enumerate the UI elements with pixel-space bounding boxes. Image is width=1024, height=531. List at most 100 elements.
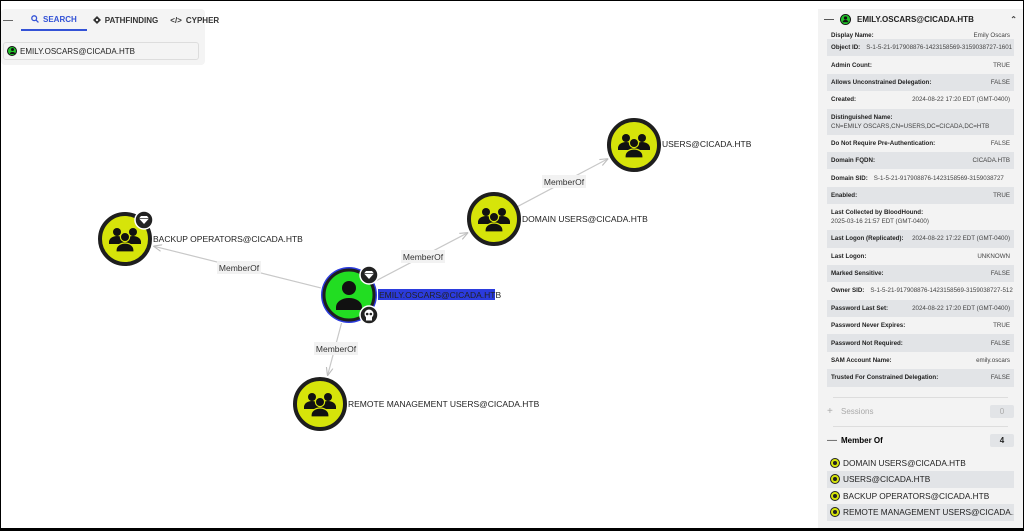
property-value: FALSE xyxy=(990,374,1010,382)
edge-label-background xyxy=(217,261,261,274)
property-key: Password Never Expires: xyxy=(831,322,906,330)
property-value: Emily Oscars xyxy=(973,32,1010,39)
edge-label-background xyxy=(401,250,445,263)
property-key: Password Not Required: xyxy=(831,339,903,347)
group-icon xyxy=(830,474,840,485)
property-key: Last Collected by BloodHound: xyxy=(831,209,924,217)
group-icon xyxy=(830,490,840,501)
property-value: S-1-5-21-917908876-1423158569-3159038727 xyxy=(873,174,1004,182)
member-of-item[interactable]: REMOTE MANAGEMENT USERS@CICADA.... xyxy=(827,504,1014,521)
property-row: Trusted For Constrained Delegation: FALSE xyxy=(827,369,1014,387)
graph-node-remote-mgmt[interactable]: REMOTE MANAGEMENT USERS@CICADA.HTB xyxy=(293,377,540,431)
property-key: Allows Unconstrained Delegation: xyxy=(831,78,932,86)
entity-info-panel: — EMILY.OSCARS@CICADA.HTB ⌃ Display Name… xyxy=(818,9,1023,528)
graph-node-users[interactable]: USERS@CICADA.HTB xyxy=(607,118,752,172)
explore-tabs: — SEARCH PATHFINDING </> CYPHER xyxy=(1,9,219,31)
property-value: 2024-08-22 17:20 EDT (GMT-0400) xyxy=(912,96,1010,104)
property-key: Marked Sensitive: xyxy=(831,270,884,278)
member-of-item[interactable]: BACKUP OPERATORS@CICADA.HTB xyxy=(827,488,1014,505)
graph-node-emily[interactable]: EMILY.OSCARS@CICADA.HTB xyxy=(321,265,501,325)
property-key: Domain FQDN: xyxy=(831,157,875,165)
sessions-count: 0 xyxy=(990,405,1014,419)
property-row: Admin Count: TRUE xyxy=(827,56,1014,73)
member-of-item[interactable]: DOMAIN USERS@CICADA.HTB xyxy=(827,455,1014,472)
member-of-list: DOMAIN USERS@CICADA.HTB USERS@CICADA.HTB B… xyxy=(818,455,1023,521)
member-of-item-label: REMOTE MANAGEMENT USERS@CICADA.... xyxy=(843,507,1014,518)
property-key: Last Logon (Replicated): xyxy=(831,235,904,243)
panel-title: EMILY.OSCARS@CICADA.HTB xyxy=(857,14,974,24)
edge-label[interactable]: MemberOf xyxy=(316,344,357,354)
panel-header: — EMILY.OSCARS@CICADA.HTB ⌃ xyxy=(818,9,1023,29)
property-value: FALSE xyxy=(990,270,1010,278)
selected-label-highlight xyxy=(378,289,495,300)
edge-label[interactable]: MemberOf xyxy=(403,252,444,262)
graph-node-backup-ops[interactable]: BACKUP OPERATORS@CICADA.HTB xyxy=(98,210,303,266)
search-input[interactable]: EMILY.OSCARS@CICADA.HTB xyxy=(3,42,199,60)
property-value: CICADA.HTB xyxy=(972,157,1010,165)
node-label[interactable]: REMOTE MANAGEMENT USERS@CICADA.HTB xyxy=(348,399,540,409)
group-icon xyxy=(830,507,840,518)
node-label[interactable]: EMILY.OSCARS@CICADA.HTB xyxy=(379,290,501,300)
property-row: Allows Unconstrained Delegation: FALSE xyxy=(827,73,1014,92)
collapse-search-icon[interactable]: — xyxy=(3,14,13,26)
search-panel: — SEARCH PATHFINDING </> CYPHER EMILY.OS… xyxy=(1,9,219,65)
group-icon xyxy=(830,457,840,468)
property-row: Do Not Require Pre-Authentication:FALSE xyxy=(827,135,1014,152)
tab-search[interactable]: SEARCH xyxy=(21,9,87,31)
property-key: Domain SID: xyxy=(831,174,868,182)
divider xyxy=(833,396,1008,398)
member-of-item[interactable]: USERS@CICADA.HTB xyxy=(827,471,1014,488)
member-of-section[interactable]: — Member Of 4 xyxy=(818,427,1023,455)
property-key: Trusted For Constrained Delegation: xyxy=(831,374,939,382)
property-row: Domain SID: S-1-5-21-917908876-1423158569… xyxy=(827,169,1014,186)
property-row: Enabled:TRUE xyxy=(827,186,1014,205)
tab-pathfinding[interactable]: PATHFINDING xyxy=(87,9,164,31)
property-row: Last Logon (Replicated):2024-08-22 17:22… xyxy=(827,230,1014,248)
property-row: Owner SID:S-1-5-21-917908876-1423158569-… xyxy=(827,282,1014,299)
property-key: Do Not Require Pre-Authentication: xyxy=(831,139,936,147)
member-of-item-label: USERS@CICADA.HTB xyxy=(843,474,931,485)
edge-label-background xyxy=(314,342,358,355)
property-value: TRUE xyxy=(993,322,1010,330)
property-row: Object ID:S-1-5-21-917908876-1423158569-… xyxy=(827,39,1014,57)
property-row: Display Name: Emily Oscars xyxy=(827,29,1014,39)
graph-node-domain-users[interactable]: DOMAIN USERS@CICADA.HTB xyxy=(467,192,648,246)
property-key: Admin Count: xyxy=(831,61,872,69)
divider xyxy=(833,425,1008,427)
collapse-minus-icon: — xyxy=(827,435,837,447)
gem-icon xyxy=(359,265,379,285)
property-value: FALSE xyxy=(990,78,1010,86)
property-value: 2024-08-22 17:20 EDT (GMT-0400) xyxy=(912,304,1010,312)
property-row: SAM Account Name:emily.oscars xyxy=(827,352,1014,369)
property-key: Distinguished Name: xyxy=(831,113,893,121)
property-row: Password Last Set:2024-08-22 17:20 EDT (… xyxy=(827,299,1014,318)
node-label[interactable]: USERS@CICADA.HTB xyxy=(662,139,752,149)
property-row: Last Logon:UNKNOWN xyxy=(827,248,1014,265)
property-value: TRUE xyxy=(993,61,1010,69)
sessions-section[interactable]: + Sessions 0 xyxy=(818,398,1023,426)
chevron-double-up-icon[interactable]: ⌃ xyxy=(1010,14,1017,24)
node-label[interactable]: DOMAIN USERS@CICADA.HTB xyxy=(522,214,648,224)
property-key: Display Name: xyxy=(831,32,874,39)
edge-label-background xyxy=(542,175,586,188)
property-row: Distinguished Name:CN=EMILY OSCARS,CN=US… xyxy=(827,108,1014,135)
expand-plus-icon: + xyxy=(827,406,833,418)
property-row: Password Never Expires: TRUE xyxy=(827,317,1014,334)
skull-icon xyxy=(359,305,379,325)
user-icon xyxy=(336,281,362,310)
property-row: Password Not Required:FALSE xyxy=(827,334,1014,352)
node-label[interactable]: BACKUP OPERATORS@CICADA.HTB xyxy=(153,234,303,244)
tab-cypher[interactable]: </> CYPHER xyxy=(164,9,225,31)
search-icon xyxy=(31,15,39,23)
collapse-panel-icon[interactable]: — xyxy=(824,13,834,25)
edge-label[interactable]: MemberOf xyxy=(544,177,585,187)
property-key: Owner SID: xyxy=(831,287,865,295)
property-key: Created: xyxy=(831,96,857,104)
member-of-count: 4 xyxy=(990,434,1014,448)
property-key: Object ID: xyxy=(831,44,861,52)
pathfinding-icon xyxy=(92,16,101,24)
gem-icon xyxy=(134,210,154,230)
edge-label[interactable]: MemberOf xyxy=(219,263,260,273)
